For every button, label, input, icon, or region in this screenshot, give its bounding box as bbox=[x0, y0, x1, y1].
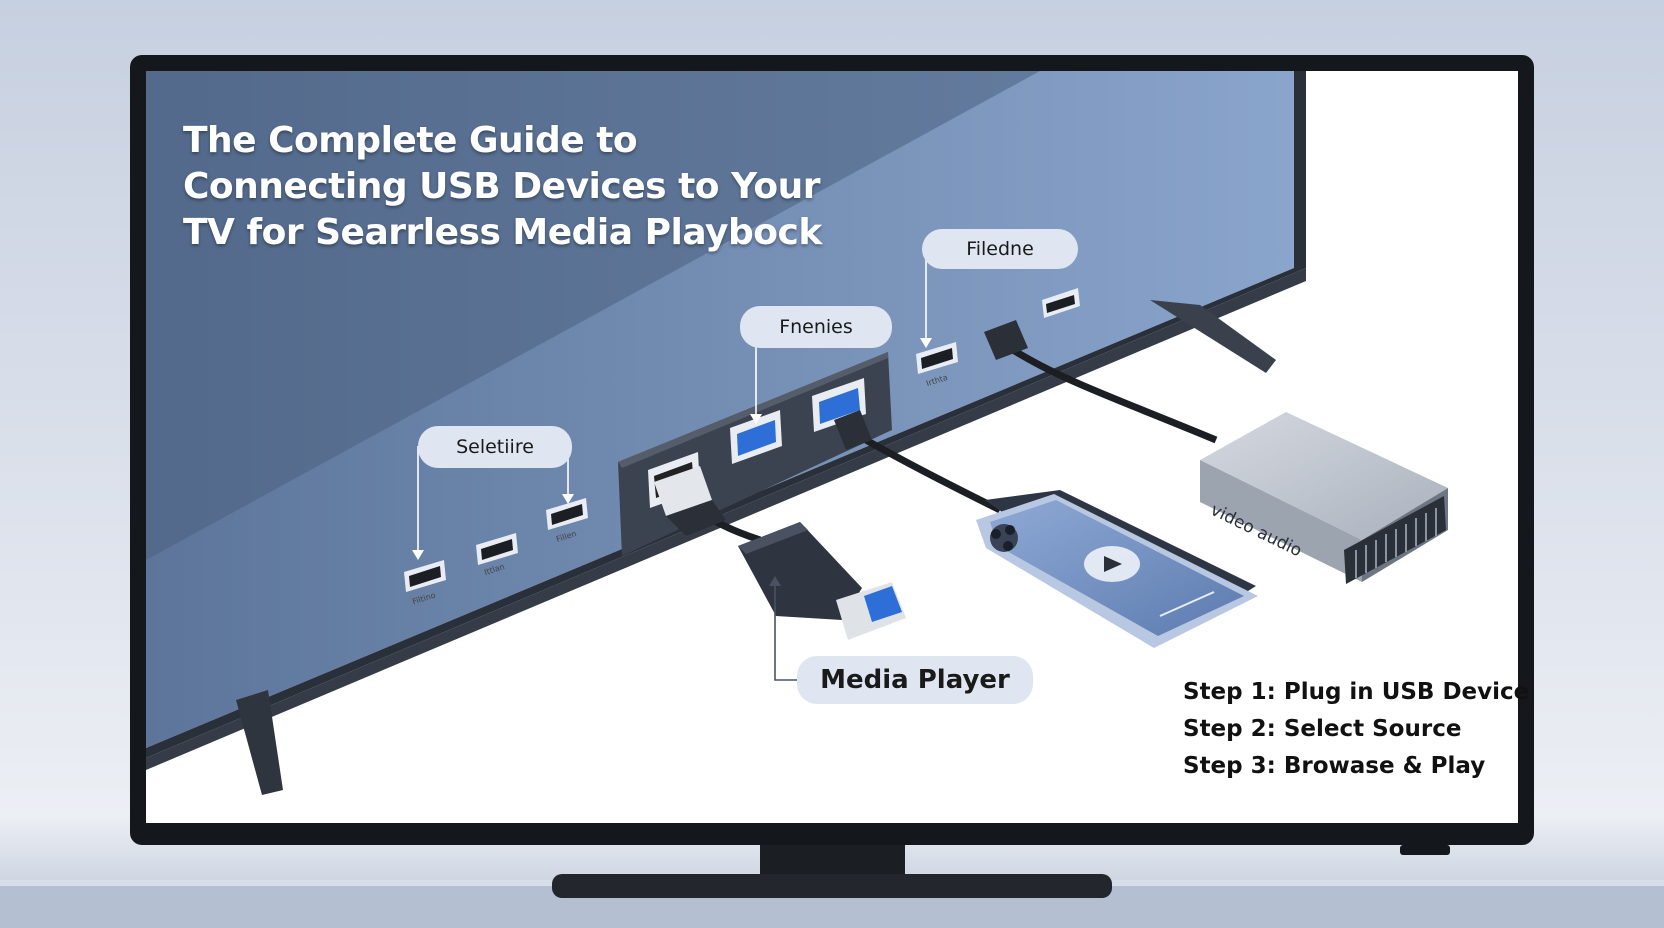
callout-middle: Fnenies bbox=[740, 306, 892, 348]
small-port-3 bbox=[546, 498, 588, 530]
usb-port-blue-1 bbox=[730, 410, 782, 464]
small-port-4 bbox=[916, 342, 958, 374]
callout-top-right: Filedne bbox=[922, 229, 1078, 269]
small-port-1 bbox=[404, 560, 446, 592]
callout-left-label: Seletiire bbox=[456, 436, 534, 458]
tv-stand-neck bbox=[760, 840, 905, 876]
media-box bbox=[1200, 412, 1448, 584]
page-title: The Complete Guide to Connecting USB Dev… bbox=[183, 120, 822, 253]
step-3: Step 3: Browase & Play bbox=[1183, 753, 1486, 779]
cable-box bbox=[1008, 345, 1218, 444]
callout-left: Seletiire bbox=[418, 426, 572, 468]
tv-stand-base bbox=[552, 874, 1112, 898]
step-2: Step 2: Select Source bbox=[1183, 716, 1462, 742]
usb-plug-inserted bbox=[654, 466, 726, 536]
callout-middle-label: Fnenies bbox=[779, 316, 853, 338]
step-1: Step 1: Plug in USB Device bbox=[1183, 679, 1530, 705]
usb-flash-drive bbox=[738, 522, 906, 640]
cable-phone bbox=[850, 428, 1002, 514]
steps-list: Step 1: Plug in USB Device Step 2: Selec… bbox=[1183, 674, 1529, 785]
smartphone bbox=[976, 490, 1258, 648]
callout-top-right-label: Filedne bbox=[966, 238, 1034, 260]
callout-media-player: Media Player bbox=[797, 656, 1033, 704]
small-port-2 bbox=[476, 533, 518, 565]
callout-media-player-label: Media Player bbox=[820, 665, 1010, 695]
small-port-5 bbox=[1042, 288, 1080, 318]
